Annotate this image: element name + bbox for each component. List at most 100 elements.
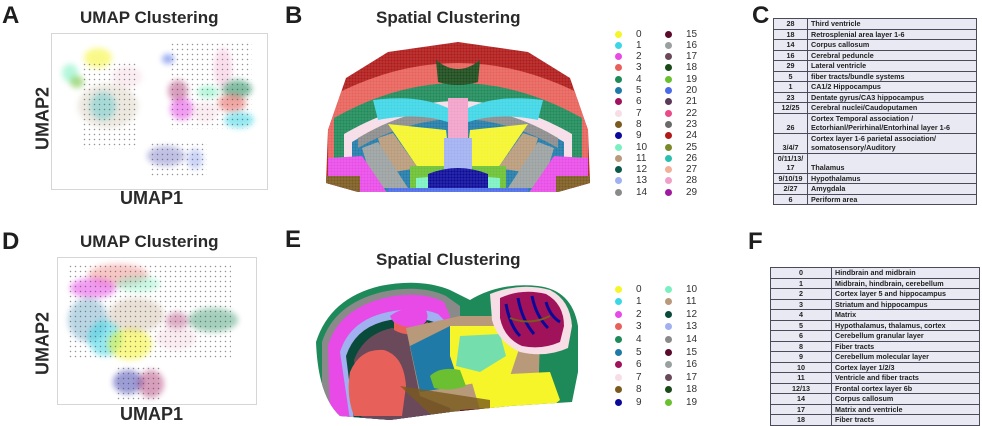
legend-swatch [665, 323, 672, 331]
region-name: Cerebral peduncle [807, 49, 977, 61]
legend-item: 17 [665, 371, 697, 383]
legend-item: 22 [665, 107, 697, 119]
spatial-title-e: Spatial Clustering [376, 250, 521, 269]
spatial-map-b [318, 38, 598, 194]
legend-label: 3 [636, 321, 642, 333]
legend-swatch [665, 87, 672, 94]
legend-swatch [615, 166, 622, 174]
legend-label: 0 [636, 283, 642, 295]
legend-label: 25 [686, 141, 698, 153]
legend-label: 15 [686, 346, 698, 358]
legend-item: 13 [615, 175, 647, 187]
cluster-id: 17 [770, 403, 832, 415]
region-name: Cerebral nuclei/Caudoputamen [807, 102, 977, 114]
legend-label: 27 [686, 164, 698, 176]
umap-xlabel-a: UMAP1 [120, 188, 184, 208]
legend-item: 14 [665, 333, 697, 345]
region-name: Cortex Temporal association / Ectorhianl… [807, 112, 977, 134]
legend-label: 20 [686, 85, 698, 96]
legend-swatch [615, 298, 622, 306]
legend-swatch [665, 298, 672, 306]
region-name: Ventricle and fiber tracts [831, 372, 980, 384]
legend-item: 24 [665, 130, 697, 142]
legend-swatch [615, 53, 622, 61]
legend-label: 6 [636, 96, 642, 108]
legend-swatch [615, 373, 622, 381]
cluster-id: 18 [773, 28, 808, 40]
legend-item: 6 [615, 96, 642, 108]
region-name: Third ventricle [807, 18, 977, 30]
legend-label: 12 [686, 308, 698, 320]
legend-swatch [615, 335, 622, 343]
legend-item: 18 [665, 62, 697, 74]
region-name: Frontal cortex layer 6b [831, 382, 980, 394]
legend-swatch [615, 323, 622, 331]
legend-label: 7 [636, 371, 642, 383]
legend-item: 20 [665, 85, 697, 97]
cluster-id: 29 [773, 60, 808, 72]
legend-swatch [615, 386, 622, 394]
region-name: Matrix [831, 309, 980, 321]
legend-swatch [665, 335, 672, 343]
cluster-id: 2 [770, 288, 832, 300]
legend-label: 9 [636, 130, 642, 142]
region-name: Matrix and ventricle [831, 403, 980, 415]
legend-label: 13 [636, 175, 648, 187]
region-name: Hypothalamus, thalamus, cortex [831, 319, 980, 331]
legend-swatch [665, 285, 672, 293]
legend-label: 16 [686, 359, 698, 371]
panel-letter-e: E [285, 226, 302, 253]
legend-item: 16 [665, 359, 697, 371]
legend-swatch [665, 154, 672, 162]
legend-swatch [615, 98, 622, 106]
panel-letter-a: A [2, 2, 20, 29]
cluster-id: 16 [773, 49, 808, 61]
legend-item: 3 [615, 62, 642, 74]
region-name: Hypothalamus [807, 172, 977, 184]
cluster-id: 9/10/19 [773, 172, 808, 184]
umap-title-d: UMAP Clustering [80, 232, 219, 251]
legend-item: 13 [665, 321, 697, 333]
legend-label: 7 [636, 107, 642, 119]
legend-swatch [615, 109, 622, 117]
legend-item: 14 [615, 186, 647, 198]
legend-label: 10 [686, 283, 698, 295]
legend-swatch [665, 398, 672, 406]
legend-item: 16 [665, 39, 697, 51]
legend-swatch [665, 177, 672, 185]
cluster-id: 14 [770, 393, 832, 405]
legend-item: 2 [615, 308, 642, 320]
umap-plot-a [51, 33, 268, 190]
umap-title-a: UMAP Clustering [80, 8, 219, 27]
region-name: Cortex layer 1/2/3 [831, 361, 980, 373]
legend-label: 2 [636, 51, 642, 63]
legend-swatch [615, 87, 622, 94]
legend-label: 26 [686, 152, 698, 164]
legend-item: 4 [615, 333, 642, 345]
legend-swatch [615, 41, 622, 49]
legend-item: 8 [615, 384, 642, 396]
legend-label: 0 [636, 28, 642, 40]
legend-item: 15 [665, 346, 697, 358]
legend-swatch [615, 285, 622, 293]
legend-item: 4 [615, 73, 642, 85]
legend-item: 10 [665, 283, 697, 295]
legend-label: 9 [636, 396, 642, 408]
legend-label: 5 [636, 85, 642, 96]
legend-label: 22 [686, 107, 698, 119]
legend-swatch [615, 310, 622, 318]
cluster-id: 10 [770, 361, 832, 373]
